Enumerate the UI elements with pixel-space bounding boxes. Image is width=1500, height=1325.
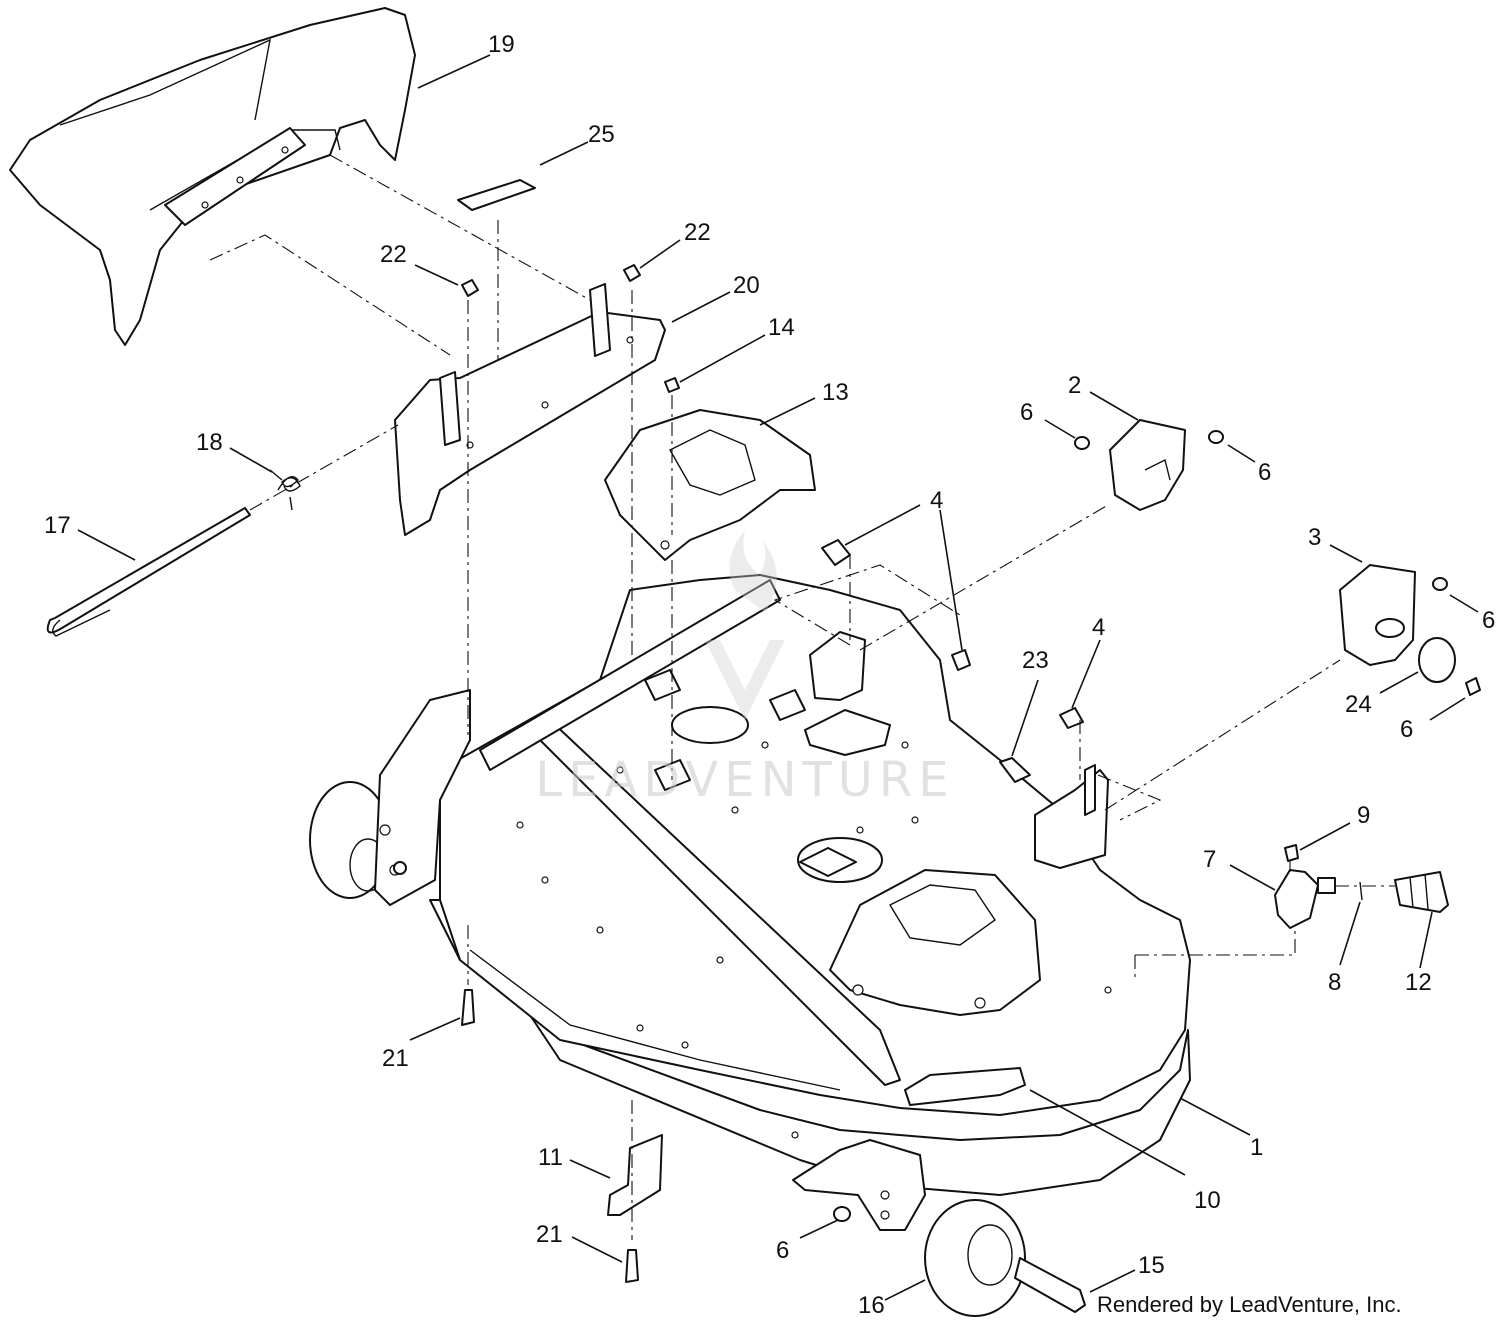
discharge-deflector-19 [9, 7, 416, 346]
deck-center-bracket [804, 631, 891, 756]
hinge-bracket-20 [394, 283, 666, 536]
callout-20: 20 [733, 272, 760, 299]
callout-6: 6 [1400, 716, 1413, 743]
callout-24: 24 [1345, 691, 1372, 718]
callout-3: 3 [1308, 524, 1321, 551]
callout-6: 6 [1258, 459, 1271, 486]
leader-lines [77, 54, 1479, 1301]
deck-shell [429, 574, 1191, 1196]
front-wheel-assembly [792, 1139, 1086, 1317]
callout-6: 6 [776, 1237, 789, 1264]
callout-8: 8 [1328, 969, 1341, 996]
callout-17: 17 [44, 512, 71, 539]
callout-12: 12 [1405, 969, 1432, 996]
callout-11: 11 [538, 1144, 563, 1171]
callout-9: 9 [1357, 802, 1370, 829]
callout-10: 10 [1194, 1187, 1221, 1214]
blower-cover-13 [604, 409, 816, 561]
callout-6: 6 [1482, 607, 1495, 634]
callout-2: 2 [1068, 372, 1081, 399]
credit-text: Rendered by LeadVenture, Inc. [1097, 1292, 1402, 1317]
callout-labels: 19 25 22 22 20 14 13 18 17 2 6 6 4 3 6 2… [44, 31, 1495, 1319]
deck-holes [516, 741, 1112, 1139]
callout-22: 22 [684, 219, 711, 246]
callout-15: 15 [1138, 1252, 1165, 1279]
callout-1: 1 [1250, 1134, 1263, 1161]
callout-4: 4 [930, 487, 943, 514]
spindle-cover [829, 869, 1041, 1016]
callout-23: 23 [1022, 647, 1049, 674]
callout-21: 21 [536, 1221, 563, 1248]
fasteners [461, 264, 1481, 1283]
deflector-rod-17 [46, 507, 251, 637]
deck-right-bracket [1034, 764, 1109, 869]
callout-7: 7 [1203, 846, 1216, 873]
callout-19: 19 [488, 31, 515, 58]
plate-11 [607, 1134, 663, 1216]
rear-wheel-bracket [309, 689, 471, 906]
callout-6: 6 [1020, 399, 1033, 426]
callout-13: 13 [822, 379, 849, 406]
alignment-lines [209, 154, 1395, 1240]
callout-25: 25 [588, 121, 615, 148]
decal-10 [904, 1067, 1026, 1106]
callout-4: 4 [1092, 614, 1105, 641]
callout-18: 18 [196, 429, 223, 456]
height-bracket-3 [1339, 564, 1416, 666]
callout-22: 22 [380, 241, 407, 268]
height-bracket-2 [1109, 419, 1186, 511]
leadventure-watermark: LEADVENTURE [535, 530, 954, 808]
callout-14: 14 [768, 314, 795, 341]
watermark-text: LEADVENTURE [535, 752, 954, 808]
grease-fitting-7 [1274, 869, 1336, 929]
quick-coupler-12 [1394, 871, 1449, 913]
callout-21: 21 [382, 1045, 409, 1072]
decal-25 [457, 179, 536, 211]
callout-16: 16 [858, 1292, 885, 1319]
